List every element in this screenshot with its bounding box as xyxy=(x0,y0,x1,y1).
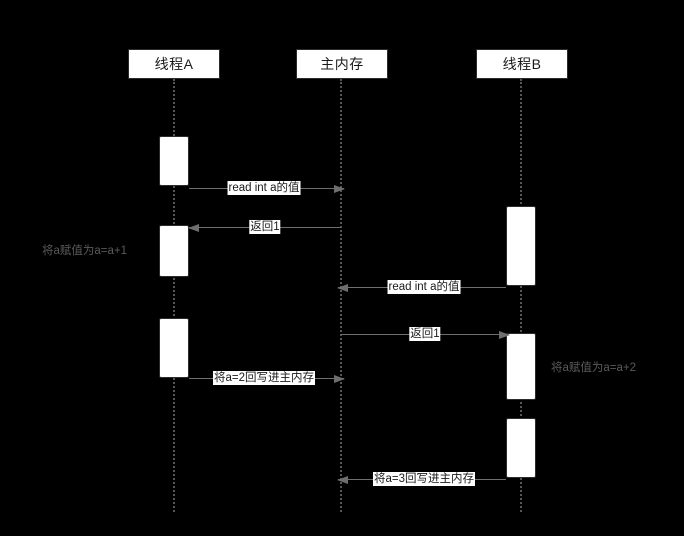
lifeline-header-thread-a-label: 线程A xyxy=(154,56,194,72)
message-label-writeback-a3: 将a=3回写进主内存 xyxy=(372,472,476,486)
activation-bar-thread-b-3[interactable] xyxy=(506,418,536,478)
arrowhead-right-icon xyxy=(334,185,345,193)
message-label-return-1-to-thread-a: 返回1 xyxy=(249,220,281,234)
lifeline-main-memory xyxy=(340,79,342,512)
arrowhead-left-icon xyxy=(337,284,348,292)
lifeline-header-main-memory-label: 主内存 xyxy=(320,56,364,72)
lifeline-header-thread-a[interactable]: 线程A xyxy=(128,49,220,79)
lifeline-thread-b xyxy=(520,79,522,512)
note-thread-a-assignment: 将a赋值为a=a+1 xyxy=(42,245,128,257)
arrowhead-left-icon xyxy=(188,224,199,232)
activation-bar-thread-a-3[interactable] xyxy=(159,318,189,378)
message-label-writeback-a2: 将a=2回写进主内存 xyxy=(212,371,316,385)
arrowhead-left-icon xyxy=(337,476,348,484)
activation-bar-thread-a-1[interactable] xyxy=(159,136,189,186)
activation-bar-thread-b-1[interactable] xyxy=(506,206,536,286)
lifeline-header-thread-b-label: 线程B xyxy=(502,56,542,72)
message-label-read-a-from-thread-b: read int a的值 xyxy=(387,280,461,294)
lifeline-header-main-memory[interactable]: 主内存 xyxy=(296,49,388,79)
arrowhead-right-icon xyxy=(334,375,345,383)
activation-bar-thread-b-2[interactable] xyxy=(506,333,536,400)
lifeline-header-thread-b[interactable]: 线程B xyxy=(476,49,568,79)
message-label-return-1-to-thread-b: 返回1 xyxy=(409,327,441,341)
lifeline-thread-a xyxy=(173,79,175,512)
message-label-read-a-from-thread-a: read int a的值 xyxy=(227,181,301,195)
activation-bar-thread-a-2[interactable] xyxy=(159,225,189,277)
note-thread-b-assignment: 将a赋值为a=a+2 xyxy=(551,362,637,374)
arrowhead-right-icon xyxy=(499,331,510,339)
